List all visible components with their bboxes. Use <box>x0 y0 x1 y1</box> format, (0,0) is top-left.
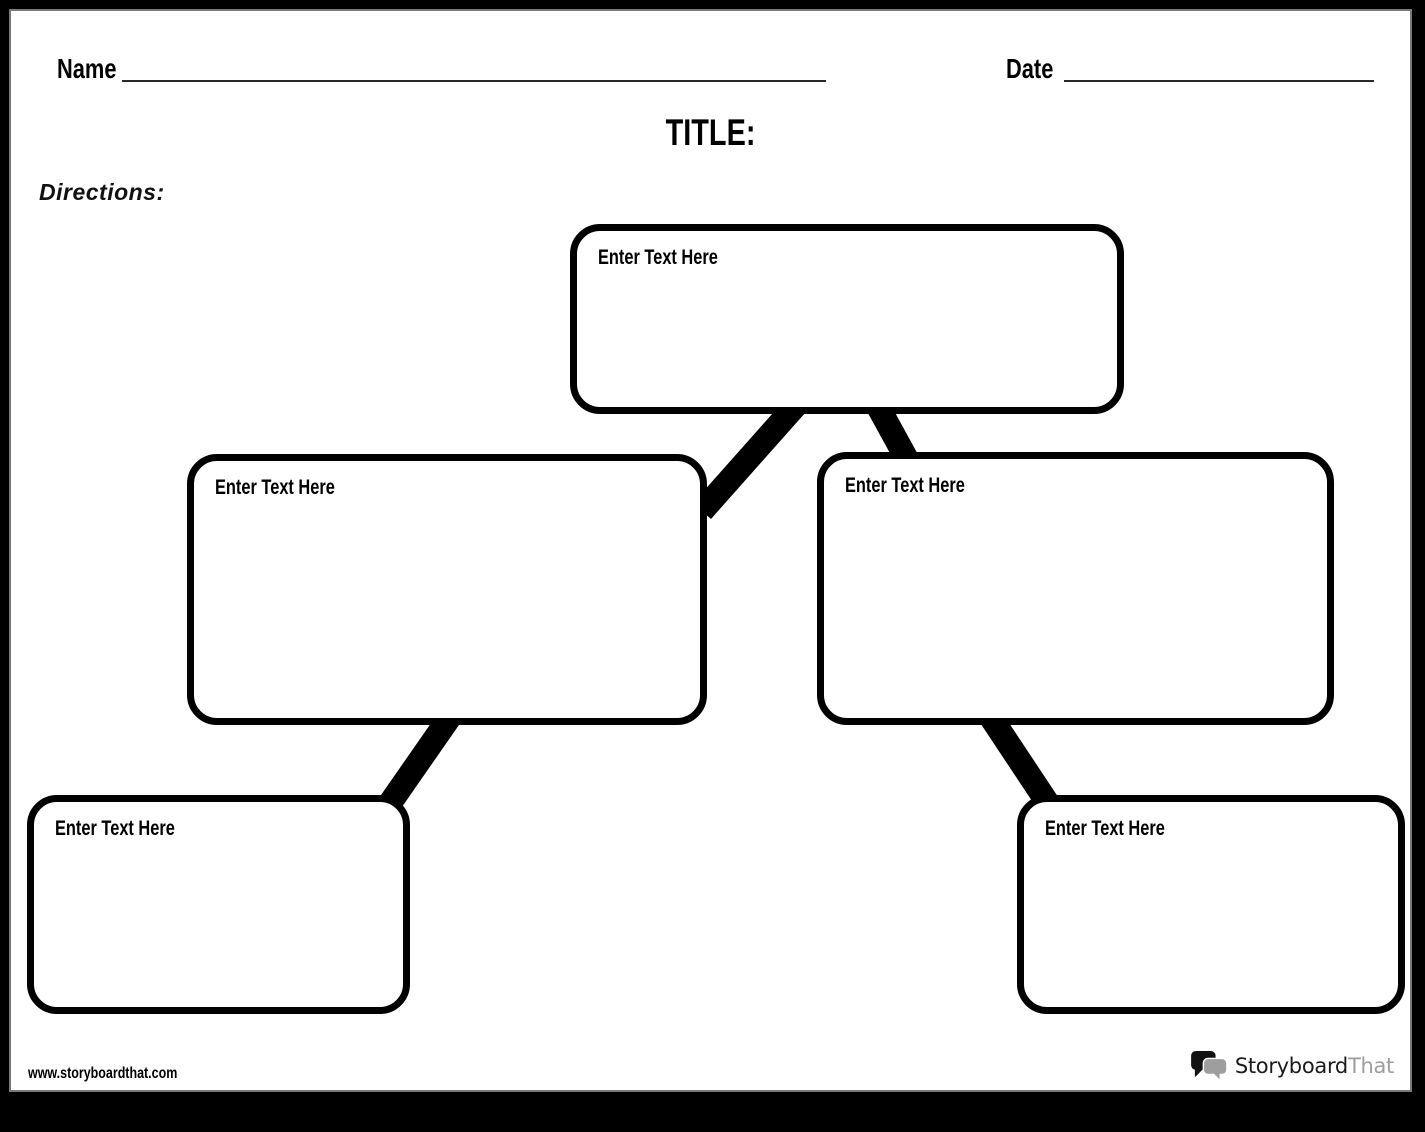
date-label-text: Date <box>1006 53 1054 84</box>
logo-text-that: That <box>1347 1053 1394 1078</box>
date-label: Date <box>1006 55 1067 83</box>
text-box-top-placeholder: Enter Text Here <box>598 246 718 269</box>
date-fill-line <box>1064 80 1374 82</box>
storyboardthat-logo: StoryboardThat <box>1190 1049 1394 1083</box>
name-fill-line <box>122 80 826 82</box>
text-box-middle-left-placeholder: Enter Text Here <box>215 476 335 499</box>
text-box-top[interactable]: Enter Text Here <box>570 224 1124 414</box>
text-box-bottom-right-placeholder: Enter Text Here <box>1045 817 1165 840</box>
directions-label: Directions: <box>39 179 165 205</box>
storyboardthat-logo-text: StoryboardThat <box>1234 1053 1394 1078</box>
page-title: TITLE: <box>11 114 1410 151</box>
speech-bubbles-icon <box>1190 1050 1228 1082</box>
text-box-middle-left[interactable]: Enter Text Here <box>187 454 707 725</box>
connector-middle-left-to-bottom-left <box>378 707 462 813</box>
name-label: Name <box>57 55 133 83</box>
name-label-text: Name <box>57 53 117 84</box>
worksheet-page: Name Date TITLE: Directions: Enter Text … <box>9 9 1412 1092</box>
text-box-middle-right[interactable]: Enter Text Here <box>817 452 1334 725</box>
logo-text-storyboard: Storyboard <box>1234 1053 1348 1078</box>
text-box-middle-right-placeholder: Enter Text Here <box>845 474 965 497</box>
connector-top-to-middle-left <box>693 396 806 519</box>
text-box-bottom-left-placeholder: Enter Text Here <box>55 817 175 840</box>
page-title-text: TITLE: <box>665 112 756 153</box>
text-box-bottom-left[interactable]: Enter Text Here <box>27 795 410 1014</box>
website-url-text: www.storyboardthat.com <box>28 1065 178 1082</box>
text-box-bottom-right[interactable]: Enter Text Here <box>1017 795 1405 1014</box>
website-url: www.storyboardthat.com <box>28 1066 219 1082</box>
